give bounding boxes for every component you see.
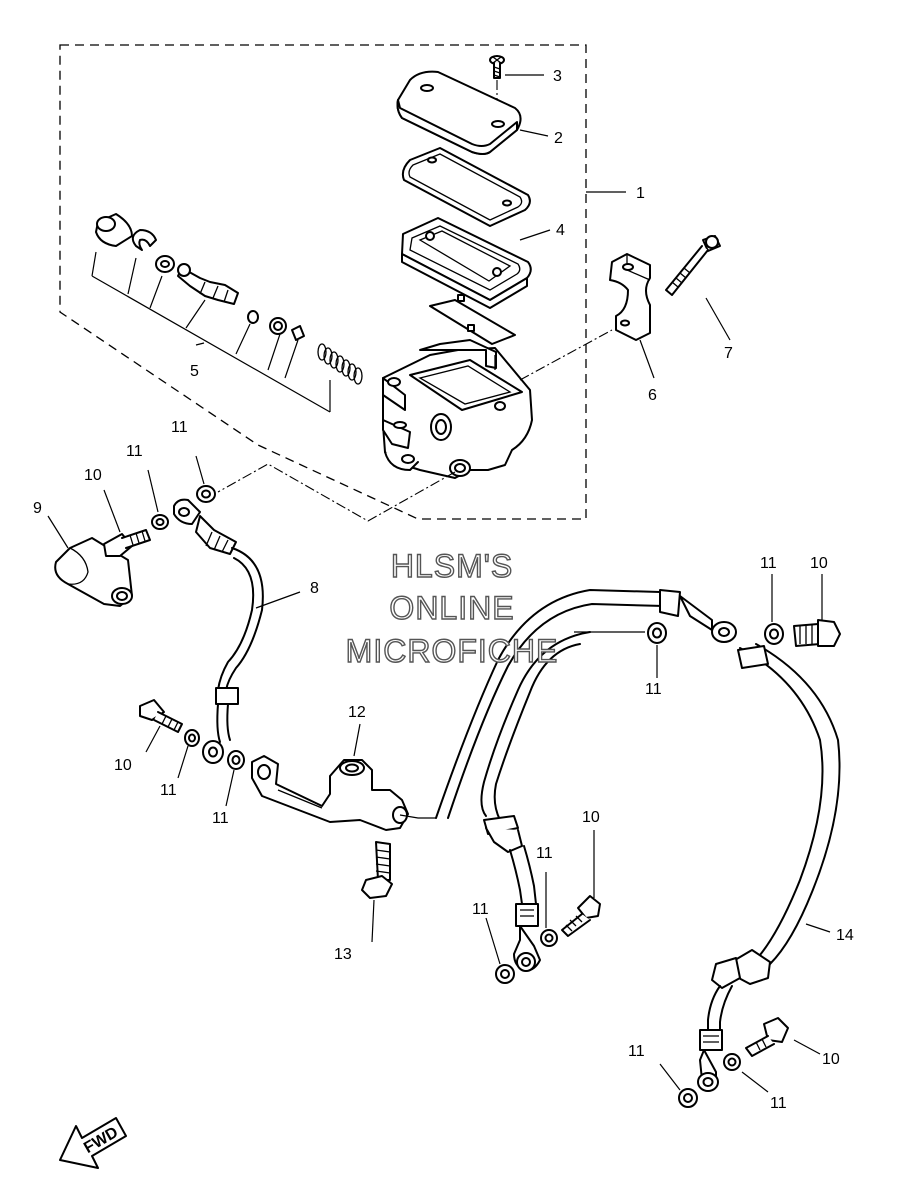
joint-part-12[interactable] (251, 755, 436, 831)
washer-part-11-g[interactable] (678, 1088, 698, 1108)
brake-hose-right-lower[interactable] (435, 589, 737, 819)
callout-11-d: 11 (212, 810, 229, 827)
watermark-line-1: HLSM'S (391, 548, 513, 584)
callout-7: 7 (724, 345, 733, 362)
callout-10-e: 10 (822, 1051, 840, 1068)
reservoir-cap-part-2[interactable] (396, 70, 522, 155)
leader-part-5 (91, 251, 331, 413)
assembly-boundary (59, 44, 587, 520)
master-cylinder-body[interactable] (382, 339, 533, 479)
washer-part-11-f[interactable] (540, 929, 558, 947)
washer-part-11-j[interactable] (764, 623, 784, 645)
callout-13: 13 (334, 946, 352, 963)
callout-4: 4 (556, 222, 565, 239)
watermark: HLSM'S ONLINE MICROFICHE (345, 547, 559, 669)
brake-hose-left-loop[interactable] (480, 631, 591, 972)
callout-11-h: 11 (472, 901, 489, 918)
callout-10-c: 10 (810, 555, 828, 572)
banjo-fitting-upper-hose[interactable] (202, 740, 224, 764)
bolt-part-13[interactable] (361, 841, 393, 899)
callout-2: 2 (554, 130, 563, 147)
callout-11-e: 11 (645, 681, 662, 698)
callout-11-a: 11 (171, 419, 188, 436)
washer-part-11-b[interactable] (196, 485, 216, 503)
callout-11-c: 11 (160, 782, 177, 799)
callout-9: 9 (33, 500, 42, 517)
callout-leaders (47, 74, 831, 1093)
callout-11-g: 11 (536, 845, 553, 862)
callout-10-d: 10 (582, 809, 600, 826)
watermark-line-2: ONLINE (389, 590, 514, 626)
callout-12: 12 (348, 704, 366, 721)
leader-master-to-hose (217, 463, 456, 522)
bolt-part-7[interactable] (665, 235, 721, 296)
callout-3: 3 (553, 68, 562, 85)
banjo-bolt-part-10-e[interactable] (793, 619, 841, 647)
callout-5: 5 (190, 363, 199, 380)
callout-14: 14 (836, 927, 854, 944)
callout-1: 1 (636, 185, 645, 202)
callout-10-b: 10 (114, 757, 132, 774)
holder-part-6[interactable] (609, 253, 651, 341)
brake-hose-part-14[interactable] (697, 643, 841, 1092)
washer-part-11-a[interactable] (151, 514, 169, 530)
banjo-bolt-part-10-b[interactable] (139, 699, 183, 733)
watermark-line-3: MICROFICHE (346, 633, 559, 669)
washer-part-11-i[interactable] (647, 622, 667, 644)
callout-6: 6 (648, 387, 657, 404)
banjo-bolt-part-10-d[interactable] (745, 1017, 789, 1057)
brake-hose-part-8[interactable] (173, 498, 264, 743)
callout-11-b: 11 (126, 443, 143, 460)
washer-part-11-h[interactable] (723, 1053, 741, 1071)
callout-8: 8 (310, 580, 319, 597)
banjo-bolt-part-10-c[interactable] (561, 895, 601, 937)
leader-body-to-bolt (519, 329, 613, 381)
washer-part-11-e[interactable] (495, 964, 515, 984)
callout-10-a: 10 (84, 467, 102, 484)
callout-11-j: 11 (770, 1095, 787, 1112)
washer-part-11-d[interactable] (227, 750, 245, 770)
callout-11-i: 11 (628, 1043, 645, 1060)
washer-part-11-c[interactable] (184, 729, 200, 747)
diaphragm-plate[interactable] (401, 147, 531, 227)
protector-plate[interactable] (429, 294, 516, 345)
piston-kit-part-5[interactable] (95, 213, 363, 385)
bleed-bolt-part-10-a[interactable] (103, 529, 151, 557)
fwd-arrow-icon: FWD (59, 1117, 127, 1169)
callout-11-f: 11 (760, 555, 777, 572)
diaphragm-part-4[interactable] (401, 217, 532, 309)
